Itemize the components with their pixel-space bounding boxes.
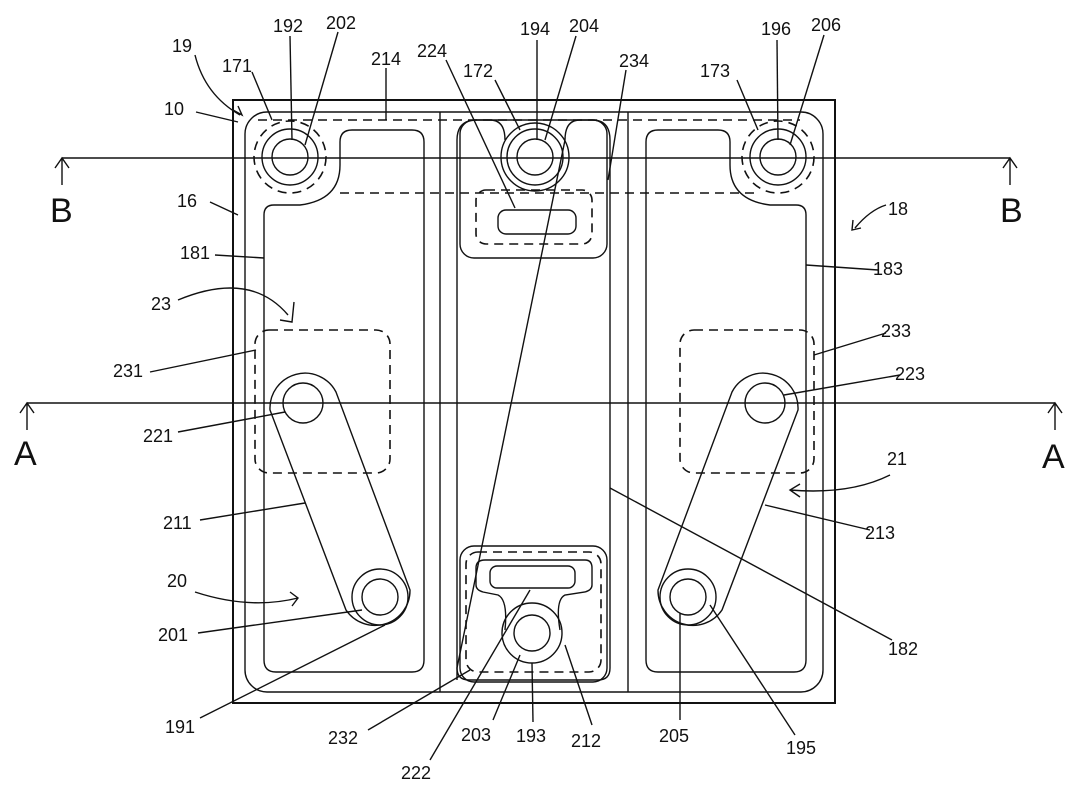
label-194: 194	[520, 19, 550, 39]
dashed-234	[475, 189, 593, 245]
bottom-pocket	[459, 545, 608, 683]
label-20: 20	[167, 571, 187, 591]
label-193: 193	[516, 726, 546, 746]
terminal-192	[253, 120, 327, 194]
label-213: 213	[865, 523, 895, 543]
label-206: 206	[811, 15, 841, 35]
label-171: 171	[222, 56, 252, 76]
outer-frame	[232, 99, 836, 704]
label-232: 232	[328, 728, 358, 748]
compartment-183	[645, 129, 807, 673]
label-173: 173	[700, 61, 730, 81]
label-183: 183	[873, 259, 903, 279]
label-195: 195	[786, 738, 816, 758]
label-223: 223	[895, 364, 925, 384]
label-191: 191	[165, 717, 195, 737]
label-19: 19	[172, 36, 192, 56]
dashed-231	[254, 329, 391, 474]
dashed-232	[465, 551, 602, 673]
terminal-193	[501, 602, 563, 664]
label-204: 204	[569, 16, 599, 36]
label-23: 23	[151, 294, 171, 314]
label-231: 231	[113, 361, 143, 381]
terminal-194	[500, 122, 570, 192]
section-b-right: B	[1000, 192, 1023, 230]
label-16: 16	[177, 191, 197, 211]
label-214: 214	[371, 49, 401, 69]
top-pocket	[459, 119, 608, 259]
section-a-left: A	[14, 435, 37, 473]
section-line-a	[19, 401, 1063, 430]
label-221: 221	[143, 426, 173, 446]
label-234: 234	[619, 51, 649, 71]
label-233: 233	[881, 321, 911, 341]
label-172: 172	[463, 61, 493, 81]
label-18: 18	[888, 199, 908, 219]
label-202: 202	[326, 13, 356, 33]
compartment-182	[456, 119, 611, 681]
inner-frame	[244, 111, 824, 693]
leader-lines	[149, 31, 901, 761]
label-224: 224	[417, 41, 447, 61]
tab-212	[475, 559, 593, 631]
label-212: 212	[571, 731, 601, 751]
section-a-right: A	[1042, 438, 1065, 476]
link-211	[269, 372, 411, 627]
label-201: 201	[158, 625, 188, 645]
label-181: 181	[180, 243, 210, 263]
dashed-233	[679, 329, 815, 474]
label-192: 192	[273, 16, 303, 36]
slot-224	[497, 209, 577, 235]
section-b-left: B	[50, 192, 73, 230]
label-10: 10	[164, 99, 184, 119]
section-line-b	[54, 156, 1018, 185]
label-205: 205	[659, 726, 689, 746]
link-213	[657, 372, 799, 627]
label-196: 196	[761, 19, 791, 39]
label-222: 222	[401, 763, 431, 783]
label-21: 21	[887, 449, 907, 469]
label-182: 182	[888, 639, 918, 659]
slot-222	[489, 565, 576, 589]
label-211: 211	[163, 513, 192, 533]
reference-labels: 19 171 192 202 214 224 172 194 204 234 1…	[113, 13, 925, 783]
compartment-181	[263, 129, 425, 673]
label-203: 203	[461, 725, 491, 745]
